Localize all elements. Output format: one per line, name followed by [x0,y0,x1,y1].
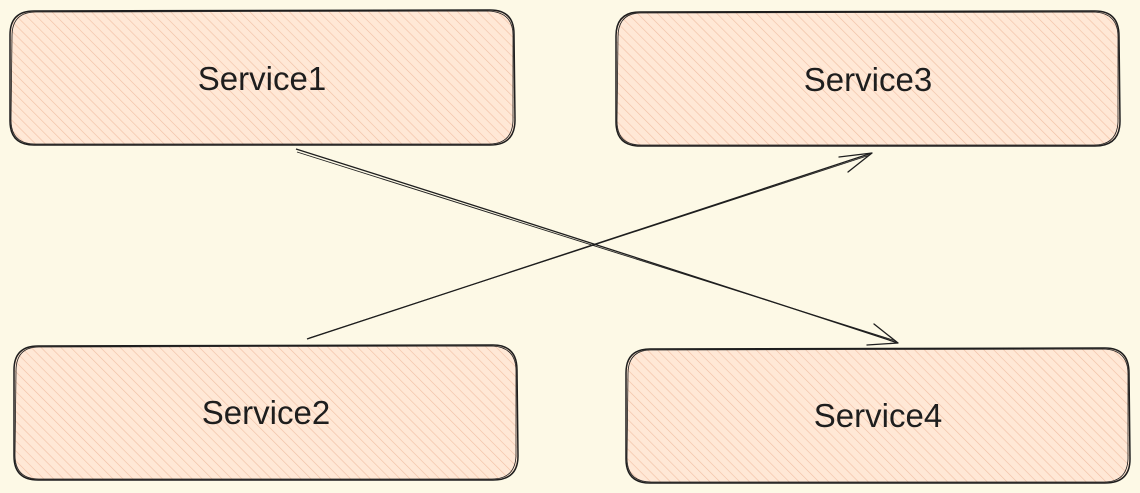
node-service3-label: Service3 [804,61,932,98]
edge-service1-to-service4-line-sketch [296,151,897,342]
node-service1-label: Service1 [198,60,326,97]
node-service4-box [625,347,1131,484]
node-service1[interactable]: Service1 [9,9,516,146]
node-service2[interactable]: Service2 [13,344,519,481]
node-service1-outline [10,10,514,145]
node-service1-box [9,9,516,146]
edge-service2-to-service3-line-sketch [308,154,871,339]
edge-service1-to-service4-arrowhead [866,323,899,346]
node-service4-label: Service4 [814,397,942,434]
node-service4[interactable]: Service4 [625,347,1131,484]
edge-service2-to-service3-arrowhead [838,152,873,173]
node-service3[interactable]: Service3 [615,10,1121,147]
node-service2-label: Service2 [202,394,330,431]
node-service2-outline [14,345,517,480]
node-service4-outline [626,348,1129,483]
node-service3-box [615,10,1121,147]
node-service3-outline [616,11,1119,146]
edge-service1-to-service4[interactable] [295,148,899,346]
edge-service1-to-service4-line [295,148,899,344]
node-service2-box [13,344,519,481]
edge-service2-to-service3[interactable] [306,152,873,340]
